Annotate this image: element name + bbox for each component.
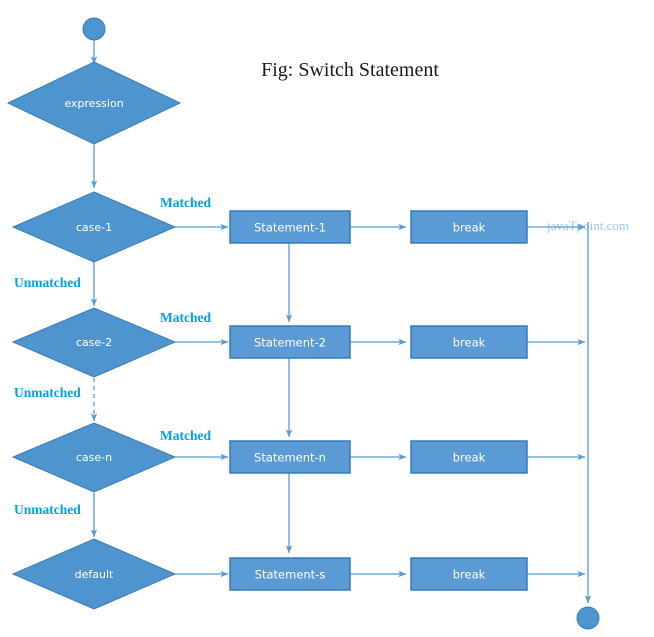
node-break-1[interactable]: break [410, 210, 528, 244]
node-break-2-label: break [453, 336, 486, 350]
node-break-1-label: break [453, 221, 486, 235]
node-break-n[interactable]: break [410, 440, 528, 474]
node-case-1-label: case-1 [76, 221, 112, 234]
node-break-n-label: break [453, 451, 486, 465]
edge-label-matched-case-n: Matched [160, 428, 211, 443]
node-statement-s[interactable]: Statement-s [229, 557, 351, 591]
node-default[interactable]: default [11, 538, 177, 610]
node-expression[interactable]: expression [6, 61, 182, 145]
node-statement-1-label: Statement-1 [254, 221, 326, 235]
edge-label-unmatched-case-1: Unmatched [14, 275, 81, 290]
end-terminator [576, 606, 600, 630]
edge-label-unmatched-case-n: Unmatched [14, 502, 81, 517]
node-expression-label: expression [64, 97, 123, 110]
node-statement-2-label: Statement-2 [254, 336, 326, 350]
node-default-label: default [75, 568, 114, 581]
node-case-2[interactable]: case-2 [11, 307, 177, 378]
start-terminator [82, 17, 106, 41]
edge-label-matched-case-1: Matched [160, 195, 211, 210]
node-statement-n-label: Statement-n [254, 451, 326, 465]
edge-label-unmatched-case-2: Unmatched [14, 385, 81, 400]
node-break-s[interactable]: break [410, 557, 528, 591]
node-break-2[interactable]: break [410, 325, 528, 359]
node-statement-1[interactable]: Statement-1 [229, 210, 351, 244]
node-statement-2[interactable]: Statement-2 [229, 325, 351, 359]
node-break-s-label: break [453, 568, 486, 582]
node-case-2-label: case-2 [76, 336, 112, 349]
edge-label-matched-case-2: Matched [160, 310, 211, 325]
node-statement-n[interactable]: Statement-n [229, 440, 351, 474]
node-case-n[interactable]: case-n [11, 422, 177, 493]
page-title: Fig: Switch Statement [261, 59, 439, 81]
node-case-n-label: case-n [76, 451, 112, 464]
node-case-1[interactable]: case-1 [11, 191, 177, 263]
node-statement-s-label: Statement-s [255, 568, 326, 582]
